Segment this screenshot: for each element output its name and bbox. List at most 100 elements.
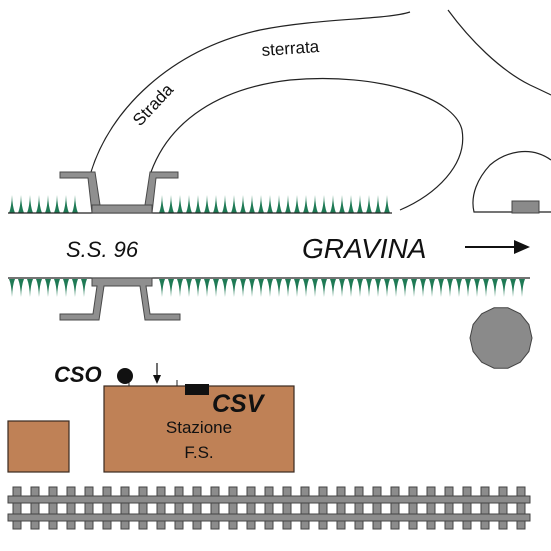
vegetation-spike [465,279,471,297]
vegetation-spike [45,279,51,297]
vegetation-spike [348,195,354,213]
railway-sleeper [336,486,346,530]
vegetation-spike [72,279,78,297]
vegetation-spike [501,279,507,297]
vegetation-row-north [9,195,390,213]
filled-circle-icon [117,368,133,384]
vegetation-spike [222,195,228,213]
vegetation-spike [276,279,282,297]
small-structure [511,200,540,214]
vegetation-spike [492,279,498,297]
vegetation-spike [249,195,255,213]
railway-sleeper [408,486,418,530]
vegetation-spike [222,279,228,297]
railway-sleeper [48,486,58,530]
vegetation-spike [249,279,255,297]
vegetation-spike [204,279,210,297]
road-name-label: S.S. 96 [66,237,139,262]
vegetation-spike [258,279,264,297]
cso-label: CSO [54,362,102,387]
vegetation-spike [321,195,327,213]
vegetation-spike [447,279,453,297]
down-arrow-icon [153,363,161,384]
railway-track [7,486,531,530]
vegetation-spike [81,279,87,297]
railway-sleeper [84,486,94,530]
vegetation-spike [36,279,42,297]
railway-sleeper [102,486,112,530]
vegetation-spike [456,279,462,297]
vegetation-spike [366,279,372,297]
vegetation-spike [303,279,309,297]
railway-sleeper [300,486,310,530]
vegetation-spike [294,195,300,213]
railway-sleeper [228,486,238,530]
vegetation-spike [339,195,345,213]
vegetation-spike [258,195,264,213]
railway-sleeper [372,486,382,530]
vegetation-spike [177,279,183,297]
vegetation-spike [36,195,42,213]
railway-sleepers [12,486,526,530]
vegetation-spike [366,195,372,213]
vegetation-spike [168,279,174,297]
vegetation-spike [285,195,291,213]
vegetation-spike [240,195,246,213]
vegetation-spike [9,279,15,297]
vegetation-spike [483,279,489,297]
vegetation-spike [375,195,381,213]
vegetation-spike [510,279,516,297]
vegetation-spike [204,195,210,213]
vegetation-spike [27,279,33,297]
railway-sleeper [210,486,220,530]
railway-sleeper [498,486,508,530]
railway-sleeper [462,486,472,530]
culvert-south [59,277,181,321]
culvert-north [59,171,179,214]
vegetation-spike [240,279,246,297]
vegetation-spike [267,195,273,213]
railway-sleeper [156,486,166,530]
vegetation-spike [177,195,183,213]
vegetation-spike [9,195,15,213]
vegetation-spike [195,279,201,297]
vegetation-spike [54,279,60,297]
vegetation-spike [213,279,219,297]
vegetation-spike [375,279,381,297]
railway-sleeper [174,486,184,530]
vegetation-spike [54,195,60,213]
railway-sleeper [30,486,40,530]
vegetation-spike [276,195,282,213]
vegetation-spike [231,195,237,213]
small-building [7,420,70,473]
vegetation-spike [411,279,417,297]
railway-sleeper [120,486,130,530]
railway-sleeper [192,486,202,530]
vegetation-spike [159,195,165,213]
rail-south [7,513,531,522]
vegetation-spike [267,279,273,297]
railway-sleeper [282,486,292,530]
vegetation-spike [429,279,435,297]
label-strada: Strada [129,80,177,130]
vegetation-spike [339,279,345,297]
vegetation-spike [72,195,78,213]
vegetation-spike [213,195,219,213]
railway-sleeper [138,486,148,530]
vegetation-spike [330,279,336,297]
railway-sleeper [354,486,364,530]
railway-sleeper [318,486,328,530]
railway-sleeper [480,486,490,530]
vegetation-row-south [9,279,525,297]
vegetation-spike [474,279,480,297]
railway-sleeper [12,486,22,530]
vegetation-spike [348,279,354,297]
vegetation-spike [168,195,174,213]
right-arrow-icon [465,240,530,254]
railway-sleeper [66,486,76,530]
vegetation-spike [186,195,192,213]
vegetation-spike [357,279,363,297]
vegetation-spike [45,195,51,213]
station-label-line1: Stazione [166,418,232,437]
csv-label: CSV [212,390,266,418]
